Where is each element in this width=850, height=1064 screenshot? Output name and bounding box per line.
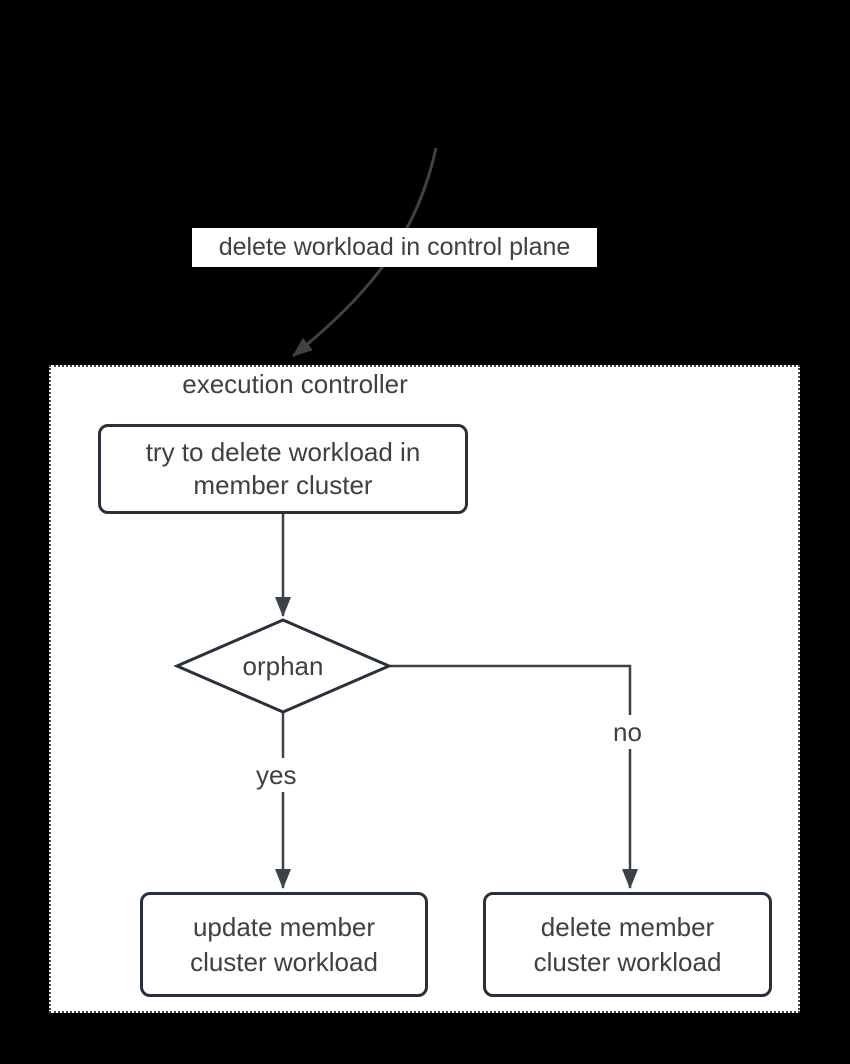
decision-diamond-shape bbox=[173, 618, 393, 714]
node-try-delete: try to delete workload in member cluster bbox=[98, 424, 468, 514]
arrow-orphan-no-to-delete bbox=[389, 664, 638, 889]
flow-annotation-label: delete workload in control plane bbox=[192, 228, 597, 267]
node-line: update member bbox=[192, 911, 376, 942]
node-line: cluster workload bbox=[190, 946, 378, 977]
node-line: member cluster bbox=[193, 470, 373, 500]
node-update-member: update member cluster workload bbox=[140, 892, 428, 997]
node-line: try to delete workload in bbox=[145, 437, 421, 467]
edge-label-no: no bbox=[604, 715, 651, 749]
edge-label-yes: yes bbox=[247, 758, 306, 792]
container-title: execution controller bbox=[182, 369, 408, 399]
node-line: delete member bbox=[540, 911, 715, 942]
node-delete-member: delete member cluster workload bbox=[483, 892, 772, 997]
node-line: cluster workload bbox=[533, 946, 722, 977]
decision-orphan-label: orphan bbox=[242, 650, 324, 681]
